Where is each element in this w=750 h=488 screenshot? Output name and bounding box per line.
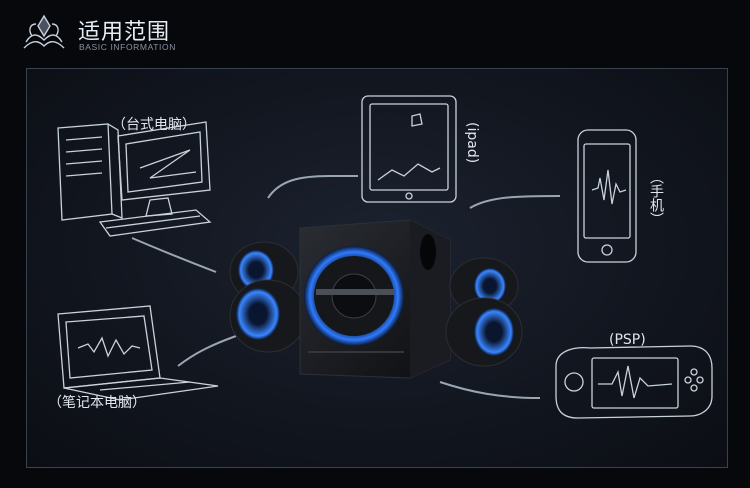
ornament-icon xyxy=(23,14,65,49)
label-desktop: （台式电脑） xyxy=(112,117,196,133)
label-psp: (PSP) xyxy=(609,332,646,348)
laptop-sketch xyxy=(57,305,219,401)
section-title: 适用范围 xyxy=(78,20,171,45)
desktop-computer-sketch xyxy=(57,121,212,237)
phone-sketch xyxy=(577,129,637,263)
audio-cables xyxy=(131,175,561,399)
label-laptop: （笔记本电脑） xyxy=(48,395,146,411)
section-subtitle: BASIC INFORMATION xyxy=(79,42,176,52)
label-phone: （手机） xyxy=(648,170,664,226)
subwoofer xyxy=(299,219,451,379)
right-satellite-speaker xyxy=(445,257,523,367)
label-ipad: (ipad) xyxy=(464,122,480,164)
left-satellite-speaker xyxy=(229,241,307,353)
ipad-sketch xyxy=(361,95,457,203)
speaker-system xyxy=(229,219,523,379)
section-header: 适用范围 BASIC INFORMATION xyxy=(0,0,750,58)
psp-sketch xyxy=(555,345,713,419)
